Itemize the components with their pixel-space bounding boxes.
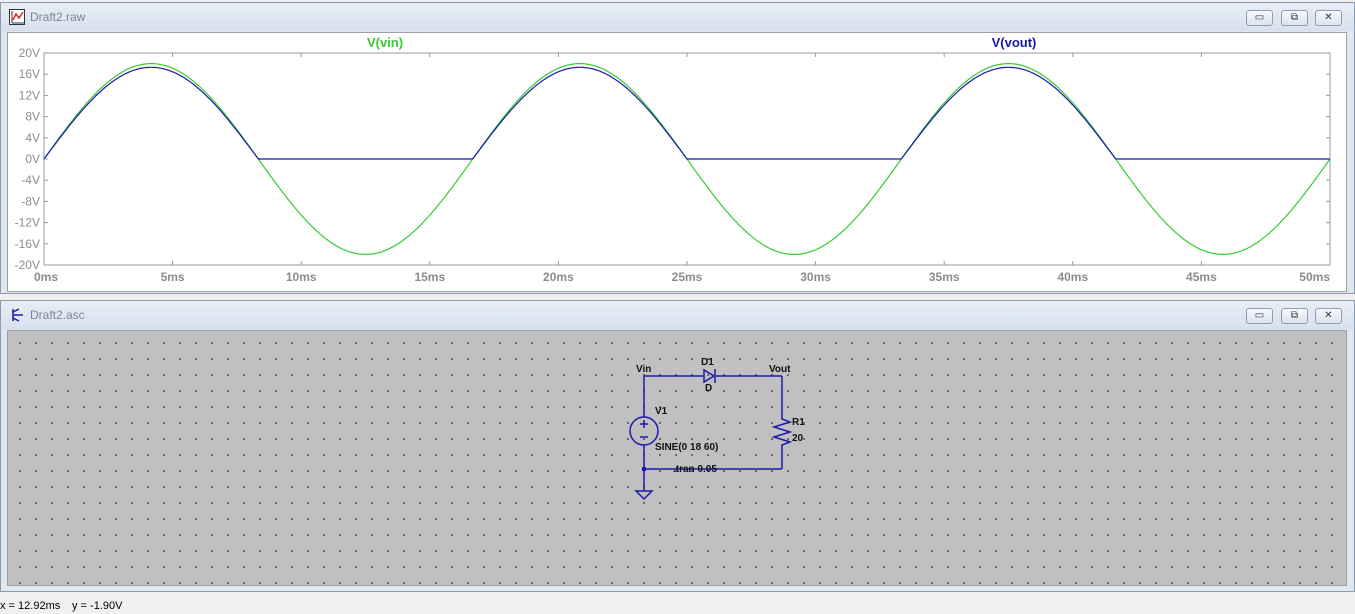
- net-label-vout[interactable]: Vout: [769, 364, 791, 375]
- y-tick-label: -20V: [15, 258, 40, 272]
- r1-name-label[interactable]: R1: [792, 417, 805, 428]
- waveform-icon: [9, 9, 25, 25]
- close-button[interactable]: ✕: [1315, 10, 1342, 26]
- y-tick-label: 16V: [19, 67, 40, 81]
- net-label-vin[interactable]: Vin: [636, 364, 651, 375]
- schematic-canvas[interactable]: Vin Vout D1 D V1 SINE(0 18 60) R1 20 .tr…: [7, 330, 1347, 586]
- voltage-source-v1[interactable]: [629, 416, 659, 446]
- x-tick-label: 20ms: [543, 270, 574, 284]
- schematic-window-title: Draft2.asc: [30, 308, 85, 322]
- schematic-drawing[interactable]: Vin Vout D1 D V1 SINE(0 18 60) R1 20 .tr…: [8, 331, 1346, 585]
- schematic-icon: [12, 308, 23, 322]
- waveform-titlebar[interactable]: Draft2.raw ▭ ⧉ ✕: [1, 3, 1354, 31]
- minimize-button[interactable]: ▭: [1246, 10, 1273, 26]
- r1-value-label[interactable]: 20: [792, 433, 804, 444]
- x-tick-label: 10ms: [286, 270, 317, 284]
- x-tick-label: 45ms: [1186, 270, 1217, 284]
- restore-icon: ⧉: [1290, 12, 1299, 23]
- y-tick-label: 0V: [25, 152, 40, 166]
- resistor-r1[interactable]: [771, 415, 793, 449]
- junction-dot: [642, 467, 646, 471]
- y-tick-label: 8V: [25, 110, 40, 124]
- y-tick-label: 20V: [19, 46, 40, 60]
- y-tick-label: -8V: [21, 194, 40, 208]
- minimize-icon: ▭: [1254, 12, 1265, 23]
- cursor-x-readout: x = 12.92ms: [0, 600, 61, 612]
- waveform-window: Draft2.raw ▭ ⧉ ✕ 20V 16V 12V 8V 4V 0V -4V -8V -1…: [0, 2, 1355, 294]
- close-icon: ✕: [1324, 310, 1333, 321]
- restore-button[interactable]: ⧉: [1281, 308, 1308, 324]
- restore-button[interactable]: ⧉: [1281, 10, 1308, 26]
- waveform-window-title: Draft2.raw: [30, 10, 86, 24]
- y-tick-label: -12V: [15, 216, 40, 230]
- x-tick-label: 25ms: [672, 270, 703, 284]
- y-tick-label: -4V: [21, 173, 40, 187]
- ground-symbol[interactable]: [634, 490, 654, 501]
- x-tick-label: 30ms: [800, 270, 831, 284]
- x-tick-label: 15ms: [414, 270, 445, 284]
- schematic-titlebar[interactable]: Draft2.asc ▭ ⧉ ✕: [1, 301, 1354, 329]
- y-tick-label: -16V: [15, 237, 40, 251]
- status-bar: x = 12.92ms y = -1.90V: [0, 599, 1355, 614]
- trace-label[interactable]: V(vout): [992, 35, 1037, 50]
- x-tick-label: 50ms: [1299, 270, 1330, 284]
- spice-directive[interactable]: .tran 0.05: [673, 464, 717, 475]
- d1-model-label[interactable]: D: [705, 383, 712, 394]
- cursor-y-readout: y = -1.90V: [72, 600, 123, 612]
- x-tick-label: 40ms: [1057, 270, 1088, 284]
- restore-icon: ⧉: [1290, 310, 1299, 321]
- minimize-icon: ▭: [1254, 310, 1265, 321]
- close-icon: ✕: [1324, 12, 1333, 23]
- y-tick-label: 12V: [19, 88, 40, 102]
- series-line-vvout[interactable]: [43, 66, 1330, 160]
- diode-d1[interactable]: [703, 368, 716, 384]
- y-tick-label: 4V: [25, 131, 40, 145]
- close-button[interactable]: ✕: [1315, 308, 1342, 324]
- d1-name-label[interactable]: D1: [701, 357, 714, 368]
- minimize-button[interactable]: ▭: [1246, 308, 1273, 324]
- v1-value-label[interactable]: SINE(0 18 60): [655, 442, 718, 453]
- v1-name-label[interactable]: V1: [655, 406, 668, 417]
- x-tick-label: 5ms: [161, 270, 185, 284]
- trace-label[interactable]: V(vin): [367, 35, 403, 50]
- x-tick-label: 0ms: [34, 270, 58, 284]
- schematic-window: Draft2.asc ▭ ⧉ ✕: [0, 300, 1355, 592]
- x-tick-label: 35ms: [929, 270, 960, 284]
